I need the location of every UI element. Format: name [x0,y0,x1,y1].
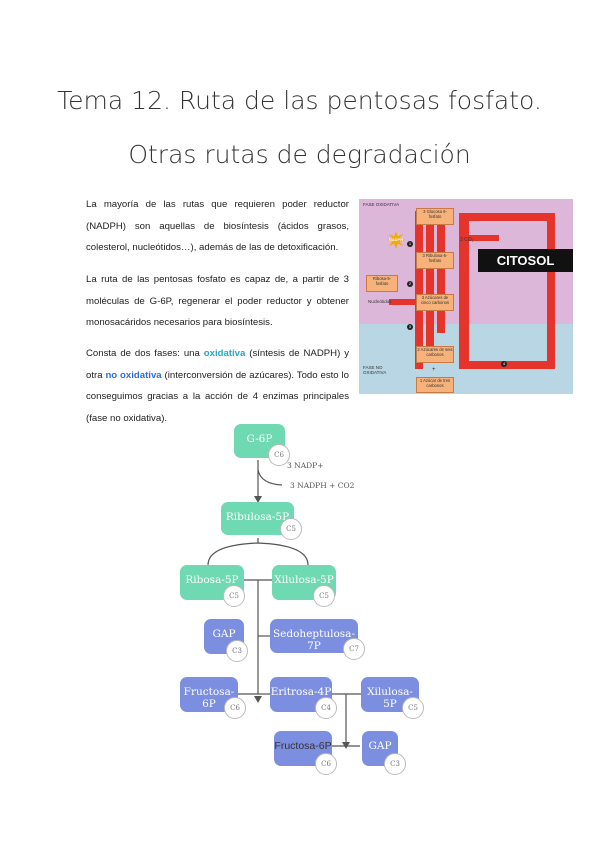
starburst-icon [387,231,405,249]
carbon-badge: C3 [226,640,248,662]
pipe [459,217,469,367]
pipe [415,211,423,369]
text-fragment: (síntesis de NADPH) y otra [86,348,349,381]
page-title-line1: Tema 12. Ruta de las pentosas fosfato. [57,86,542,115]
node-label: Xilulosa-5P [367,686,413,710]
node-label: Xilulosa-5P [274,574,334,586]
text-fragment: (interconversión de azúcares). Todo esto… [86,369,349,424]
node-eritrosa-4p: Eritrosa-4P [270,677,332,712]
carbon-badge: C5 [280,518,302,540]
box-ribosa-5-fosfato: Ribosa-5-fosfato [366,275,398,292]
text-fragment: Consta de dos fases: una [86,348,204,359]
phase-top-label: FASE OXIDATIVA [363,202,400,207]
step-number: 1 [407,241,413,247]
plus-sign: + [432,367,436,373]
pathway-figure: FASE OXIDATIVA FASE NO OXIDATIVA 3 Gluco… [359,199,573,394]
step-number: 2 [407,281,413,287]
pipe [459,235,499,241]
box-ribulosa: 3 Ribulosa-5-fosfato [416,252,454,269]
label-nadp-in: 3 NADP+ [287,461,324,470]
node-xilulosa-5p: Xilulosa-5P [272,565,336,600]
citosol-label: CITOSOL [478,249,573,272]
node-label: GAP [212,628,236,640]
node-label: Fructosa-6P [183,686,235,710]
carbon-badge: C6 [315,753,337,775]
node-xilulosa-5p-2: Xilulosa-5P [361,677,419,712]
carbon-badge: C5 [402,697,424,719]
pipe [459,361,555,369]
node-label: GAP [368,740,392,752]
highlight-no-oxidativa: no oxidativa [105,369,162,381]
node-label: Eritrosa-4P [270,686,332,698]
box-glucosa: 3 Glucosa 6-fosfato [416,208,454,225]
carbon-badge: C7 [343,638,365,660]
highlight-oxidativa: oxidativa [203,348,246,359]
paragraph-intro: La mayoría de las rutas que requieren po… [86,199,349,253]
box-cinco-carbonos: 3 Azúcares de cinco carbonos [416,294,454,311]
node-label: Ribosa-5P [185,574,239,586]
carbon-badge: C5 [313,585,335,607]
pipe [426,211,434,351]
carbon-badge: C6 [268,444,290,466]
label-nucleotidos: Nucleótidos [368,299,392,304]
pipe [459,213,555,221]
step-number: 4 [501,361,507,367]
box-tres-carbonos: 1 Azúcar de tres carbonos [416,377,454,393]
node-label: Ribulosa-5P [225,511,290,523]
carbon-badge: C4 [315,697,337,719]
carbon-badge: C5 [223,585,245,607]
node-label: Fructosa-6P [274,740,332,752]
paragraph-pentosas: La ruta de las pentosas fosfato es capaz… [86,274,349,328]
label-nadph: NADPH [388,237,404,242]
pipe [437,211,445,333]
node-label: Sedoheptulosa-7P [272,628,355,652]
phase-bottom-label: FASE NO OXIDATIVA [363,365,387,375]
carbon-badge: C3 [384,753,406,775]
box-seis-carbonos: 2 Azúcares de seis carbonos [416,346,454,363]
label-nadph-out: 3 NADPH + CO2 [290,481,355,490]
node-ribosa-5p: Ribosa-5P [180,565,244,600]
page-title-line2: Otras rutas de degradación [128,140,471,169]
node-label: G-6P [246,433,273,445]
pipe [547,213,555,367]
carbon-badge: C6 [224,697,246,719]
paragraph-fases: Consta de dos fases: una oxidativa (sínt… [86,343,349,429]
label-co2: 3 CO₂ [460,237,474,243]
step-number: 3 [407,324,413,330]
